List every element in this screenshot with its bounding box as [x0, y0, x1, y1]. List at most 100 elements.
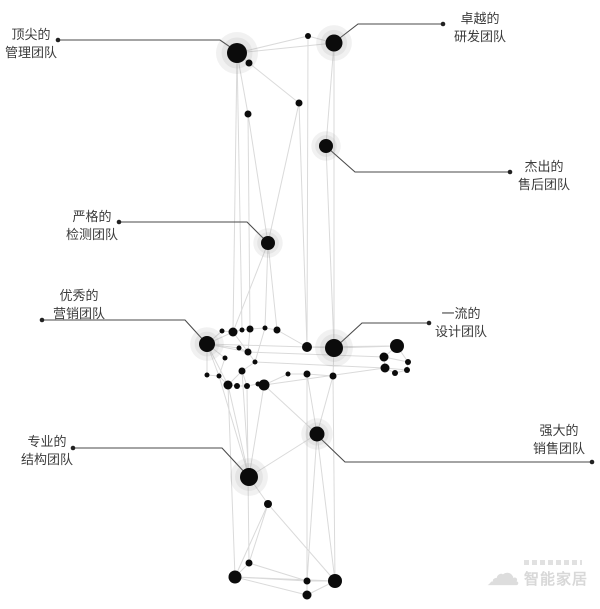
callout-dot-marketing: [39, 317, 45, 323]
graph-edge: [306, 373, 318, 435]
graph-edge: [232, 52, 238, 333]
graph-node-r4: [380, 363, 390, 373]
graph-node-n_sales: [309, 426, 325, 442]
graph-edge: [248, 562, 308, 582]
graph-edge: [325, 145, 335, 349]
label-sales-team: 强大的 销售团队: [529, 422, 589, 458]
graph-node-c15: [223, 380, 233, 390]
graph-edge: [267, 102, 300, 244]
graph-node-c19: [258, 379, 270, 391]
graph-node-n_struct: [240, 468, 258, 486]
watermark: ☁ 智能家居: [486, 551, 598, 597]
graph-node-b4: [328, 574, 342, 588]
graph-edge: [248, 384, 265, 478]
graph-edge: [276, 329, 308, 348]
callout-dot-management: [55, 37, 61, 43]
graph-node-c22: [329, 372, 337, 380]
label-line: 销售团队: [532, 441, 585, 456]
graph-edge: [325, 42, 335, 147]
callout-dot-aftersales: [507, 169, 513, 175]
graph-edge: [234, 576, 308, 596]
label-line: 检测团队: [65, 227, 118, 242]
graph-edge: [247, 113, 269, 244]
graph-node-n_mkt: [199, 336, 215, 352]
graph-node-n_after: [319, 139, 333, 153]
graph-node-c20: [285, 371, 291, 377]
watermark-small-text: [524, 559, 582, 565]
label-line: 专业的: [27, 434, 67, 449]
callout-line-management: [58, 39, 237, 52]
graph-node-n_rnd: [325, 34, 343, 52]
label-marketing-team: 优秀的 营销团队: [49, 287, 109, 323]
graph-edge: [298, 102, 308, 348]
graph-edge: [306, 35, 309, 348]
label-line: 结构团队: [20, 452, 73, 467]
graph-node-b1: [245, 559, 253, 567]
label-line: 一流的: [441, 306, 481, 321]
graph-node-c12: [238, 367, 246, 375]
graph-edge: [254, 361, 386, 369]
label-line: 设计团队: [434, 324, 487, 339]
graph-node-r6: [404, 367, 410, 373]
graph-node-c7: [236, 345, 242, 351]
graph-edge: [316, 433, 336, 582]
graph-node-n3: [295, 99, 303, 107]
callout-line-rnd: [335, 23, 443, 42]
graph-node-c14: [216, 373, 222, 379]
graph-edge: [248, 433, 318, 478]
graph-edge: [236, 42, 335, 54]
cloud-icon: ☁: [486, 554, 520, 594]
callout-line-structure: [73, 447, 248, 476]
label-line: 严格的: [72, 209, 112, 224]
graph-node-c8: [244, 348, 252, 356]
graph-edge: [236, 52, 249, 115]
label-line: 售后团队: [517, 177, 570, 192]
graph-edge: [332, 375, 336, 582]
graph-node-r2: [379, 352, 389, 362]
graph-node-c21: [303, 370, 311, 378]
graph-edge: [218, 375, 250, 478]
graph-node-c2: [228, 327, 238, 337]
graph-edge: [234, 503, 269, 578]
label-aftersales-team: 杰出的 售后团队: [513, 158, 575, 194]
graph-edge: [263, 384, 318, 435]
graph-node-r3: [405, 359, 411, 365]
graph-edge: [247, 113, 251, 330]
graph-edge: [254, 327, 266, 363]
graph-node-r1: [390, 339, 404, 353]
graph-node-c9: [302, 342, 312, 352]
graph-edge: [236, 52, 243, 331]
graph-edge: [316, 375, 334, 435]
graph-edge: [264, 242, 269, 329]
graph-edge: [218, 357, 226, 377]
graph-node-c6: [273, 326, 281, 334]
graph-node-n2: [305, 33, 311, 39]
callout-line-aftersales: [328, 148, 510, 173]
graph-node-c4: [246, 325, 254, 333]
label-line: 杰出的: [524, 159, 564, 174]
graph-node-c13: [204, 372, 210, 378]
label-structure-team: 专业的 结构团队: [17, 433, 77, 469]
graph-edge: [248, 62, 300, 104]
graph-edge: [234, 576, 336, 582]
graph-node-c11: [252, 359, 258, 365]
graph-node-n4: [244, 110, 252, 118]
callout-line-testing: [119, 221, 267, 242]
graph-node-c16: [234, 383, 240, 389]
graph-edge: [227, 384, 236, 578]
graph-edge: [236, 35, 309, 54]
watermark-text: 智能家居: [524, 570, 589, 588]
graph-node-n_dsgn: [325, 339, 343, 357]
graph-edge: [232, 242, 269, 333]
label-management-team: 顶尖的 管理团队: [3, 26, 59, 62]
label-line: 管理团队: [4, 45, 57, 60]
label-line: 营销团队: [52, 306, 105, 321]
callout-line-marketing: [42, 319, 206, 343]
label-line: 研发团队: [453, 29, 506, 44]
graph-node-c3: [239, 327, 245, 333]
graph-node-c10: [222, 355, 228, 361]
graph-node-c17: [244, 383, 250, 389]
label-testing-team: 严格的 检测团队: [62, 208, 122, 244]
